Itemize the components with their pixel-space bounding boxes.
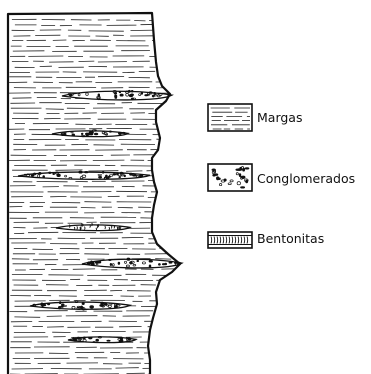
conglomerado-lens — [68, 336, 136, 342]
legend-item-margas: Margas — [208, 104, 302, 131]
bentonitas-swatch — [208, 232, 252, 248]
legend: Margas Conglomerados Bentonitas — [208, 104, 355, 248]
conglomerados-swatch — [208, 164, 252, 191]
legend-label-margas: Margas — [257, 110, 302, 125]
legend-label-bentonitas: Bentonitas — [257, 231, 324, 246]
legend-item-conglomerados: Conglomerados — [208, 164, 355, 191]
stratigraphic-column — [8, 13, 215, 374]
legend-label-conglomerados: Conglomerados — [257, 171, 355, 186]
legend-item-bentonitas: Bentonitas — [208, 231, 324, 248]
margas-swatch — [208, 104, 252, 131]
